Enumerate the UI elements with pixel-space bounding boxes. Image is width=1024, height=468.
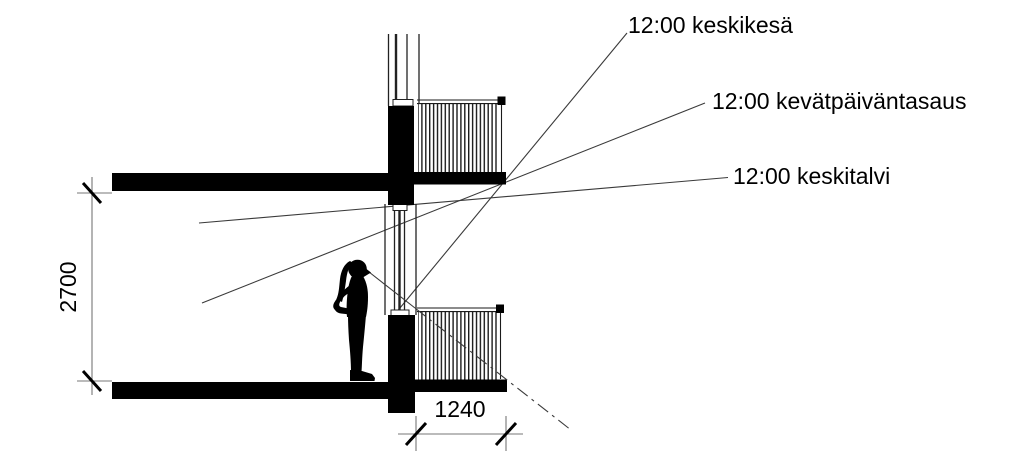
depth-dim-tick-left (404, 421, 428, 447)
person-face (360, 264, 371, 278)
depth-dim-tick-right (494, 421, 518, 447)
sight-line-solid (368, 271, 416, 309)
lower-railing-balusters (418, 312, 497, 380)
sun-labels: 12:00 keskikesä 12:00 kevätpäiväntasaus … (628, 12, 966, 189)
upper-balcony-slab (413, 172, 506, 185)
upper-floor-slab (112, 173, 389, 191)
height-dimension: 2700 (55, 177, 112, 395)
upper-window-section (387, 34, 420, 107)
height-dim-tick-bottom (81, 369, 103, 393)
upper-railing-balusters (418, 104, 499, 172)
sun-rays (198, 32, 729, 315)
sun-ray-midwinter (198, 176, 729, 224)
upper-wall-block (388, 106, 414, 205)
label-equinox: 12:00 kevätpäiväntasaus (712, 88, 966, 114)
balcony-depth-dimension: 1240 (398, 396, 523, 451)
sun-ray-equinox (201, 102, 706, 304)
lower-window-section (384, 204, 417, 317)
height-dim-value: 2700 (55, 261, 81, 312)
lower-balcony-railing (417, 304, 504, 380)
person-foot (350, 370, 375, 381)
person-arm-akimbo (333, 283, 353, 315)
lower-balcony-slab (413, 379, 507, 392)
lower-railing-end-cap (496, 304, 504, 313)
sight-line-dashed (414, 307, 572, 431)
label-midsummer: 12:00 keskikesä (628, 12, 793, 38)
height-dim-tick-top (81, 181, 103, 205)
building-structure (112, 106, 507, 413)
person-legs (348, 315, 366, 372)
upper-railing-end-cap (497, 96, 506, 105)
upper-balcony-railing (417, 96, 506, 172)
person-silhouette (333, 259, 375, 381)
sun-ray-midsummer (394, 32, 628, 315)
lower-wall-block (388, 315, 415, 413)
lower-floor-slab (112, 382, 389, 399)
depth-dim-value: 1240 (434, 396, 485, 422)
upper-window-sill (392, 99, 414, 107)
label-midwinter: 12:00 keskitalvi (733, 163, 890, 189)
lower-window-head (392, 204, 408, 211)
person-ponytail (336, 261, 353, 302)
sight-line (368, 271, 572, 431)
